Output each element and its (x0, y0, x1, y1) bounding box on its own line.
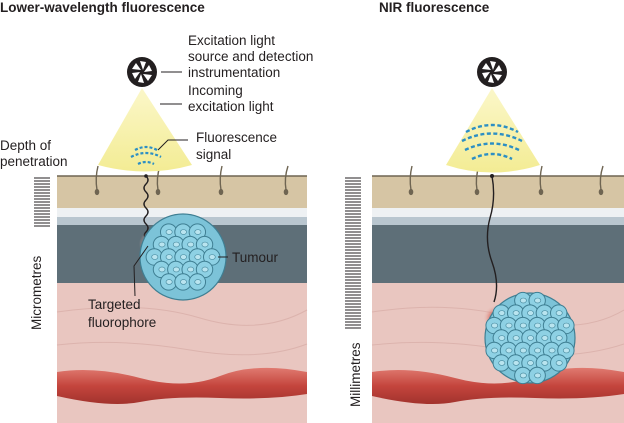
left-fluorescence-signal-icon (130, 145, 162, 165)
signal-label-line2: signal (196, 147, 231, 162)
right-dermis-layer (372, 225, 624, 283)
right-tumour-cells (484, 291, 576, 385)
fluorophore-label-line2: fluorophore (88, 315, 156, 330)
tumour-label: Tumour (232, 250, 279, 265)
cell-nucleus (512, 335, 520, 341)
right-skin-hairs (408, 165, 604, 196)
left-blood-vessel (57, 367, 307, 404)
right-tissue-panel (371, 165, 624, 423)
cell-nucleus (151, 254, 159, 260)
cell-nucleus (519, 297, 527, 304)
right-epidermis-layer (372, 208, 624, 217)
left-skin-hairs (94, 165, 289, 196)
left-tumour (139, 213, 227, 301)
cell-nucleus (180, 229, 187, 235)
cell-nucleus (498, 310, 506, 316)
excitation-label-line1: Incoming (188, 83, 243, 98)
cell-nucleus (491, 347, 499, 354)
right-depth-scale: Millimetres (345, 177, 363, 407)
cell-nucleus (165, 229, 173, 235)
left-panel-title: Lower-wavelength fluorescence (0, 0, 205, 15)
cell-nucleus (562, 347, 570, 354)
cell-nucleus (172, 241, 180, 248)
right-scale-label: Millimetres (348, 342, 363, 407)
cell-nucleus (519, 322, 527, 329)
right-fluorescence-signal-icon (461, 123, 523, 161)
cell-nucleus (187, 266, 195, 273)
cell-nucleus (194, 254, 202, 260)
cell-nucleus (534, 347, 542, 354)
cell-nucleus (562, 322, 570, 329)
cell-nucleus (548, 322, 556, 329)
right-emission-path (486, 175, 498, 303)
left-epidermis-layer (57, 208, 307, 217)
cell-nucleus (534, 322, 542, 329)
left-scale-label: Micrometres (29, 255, 44, 330)
cell-nucleus (158, 266, 166, 273)
cell-nucleus (180, 254, 187, 260)
cell-nucleus (519, 347, 527, 354)
right-excitation-light-cone (446, 88, 540, 173)
cell-nucleus (534, 297, 542, 304)
left-emission-path (143, 175, 149, 241)
cell-nucleus (165, 254, 173, 260)
cell-nucleus (555, 335, 563, 341)
cell-nucleus (158, 241, 166, 248)
left-depth-scale: Micrometres (29, 177, 50, 330)
cell-nucleus (165, 279, 173, 285)
left-skin-surface (57, 176, 307, 208)
cell-nucleus (541, 360, 549, 366)
right-blood-vessel (372, 367, 624, 404)
cell-nucleus (498, 360, 506, 366)
cell-nucleus (555, 310, 563, 316)
depth-label-line1: Depth of (0, 138, 51, 153)
cell-nucleus (512, 310, 520, 316)
cell-nucleus (172, 266, 180, 273)
instrument-label-line1: Excitation light (188, 33, 275, 48)
cell-nucleus (505, 322, 513, 329)
left-excitation-light-cone (98, 88, 192, 172)
instrument-label-line3: instrumentation (188, 65, 280, 80)
cell-nucleus (201, 266, 209, 273)
left-leader-lines (133, 71, 228, 297)
cell-nucleus (194, 279, 202, 285)
cell-nucleus (541, 335, 549, 341)
cell-nucleus (201, 241, 209, 248)
excitation-label-line2: excitation light (188, 99, 274, 114)
cell-nucleus (527, 310, 534, 316)
right-panel-title: NIR fluorescence (379, 0, 490, 15)
cell-nucleus (541, 310, 549, 316)
cell-nucleus (548, 347, 556, 354)
cell-nucleus (505, 347, 513, 354)
cell-nucleus (534, 372, 542, 379)
cell-nucleus (527, 335, 534, 341)
cell-nucleus (180, 279, 187, 285)
cell-nucleus (519, 372, 527, 379)
cell-nucleus (498, 335, 506, 341)
depth-label-line2: penetration (0, 154, 68, 169)
cell-nucleus (555, 360, 563, 366)
right-tumour (483, 291, 576, 385)
signal-label-line1: Fluorescence (196, 130, 277, 145)
cell-nucleus (194, 229, 202, 235)
cell-nucleus (208, 254, 216, 260)
cell-nucleus (187, 241, 195, 248)
instrument-label-line2: source and detection (188, 49, 313, 64)
cell-nucleus (512, 360, 520, 366)
left-instrument-icon (127, 57, 157, 87)
cell-nucleus (491, 322, 499, 329)
right-skin-surface (372, 176, 624, 208)
cell-nucleus (527, 360, 534, 366)
fluorophore-label-line1: Targeted (88, 297, 141, 312)
right-instrument-icon (477, 57, 507, 87)
left-tumour-cells (139, 213, 227, 301)
